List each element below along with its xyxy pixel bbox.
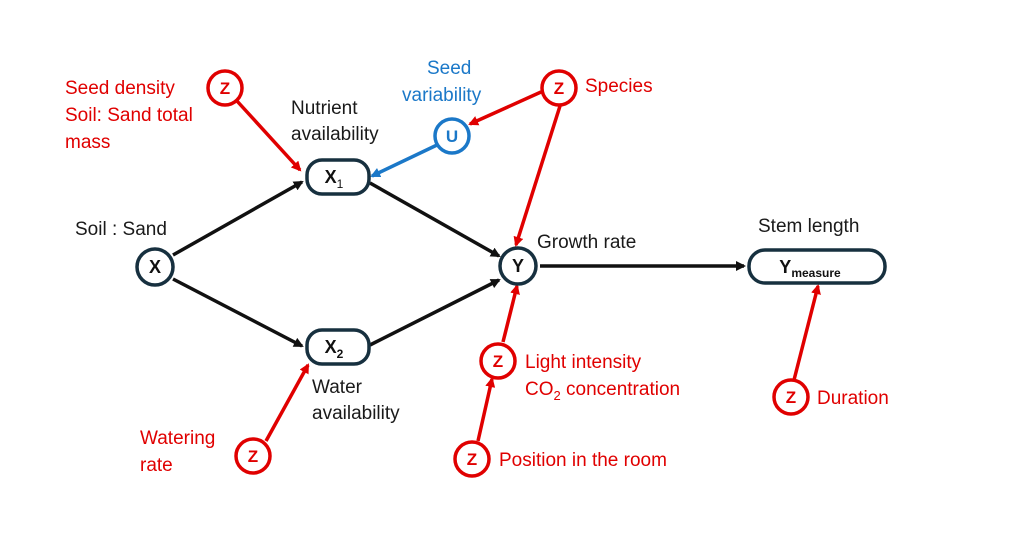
- node-y: Y: [498, 246, 538, 286]
- edge-x1-to-y: [369, 181, 501, 258]
- edge-zspecies-to-y: [513, 105, 562, 247]
- z-light-label-line1: Light intensity: [525, 352, 642, 373]
- node-u: U: [433, 117, 471, 155]
- node-y-symbol: Y: [512, 256, 524, 276]
- svg-text:X2: X2: [325, 337, 344, 361]
- z-watering-label-line2: rate: [140, 455, 173, 476]
- confounder-z-species: Z: [540, 69, 578, 107]
- z-duration-label: Duration: [817, 388, 889, 409]
- node-x1-subscript: 1: [337, 177, 344, 191]
- node-x2-label-line2: availability: [312, 403, 400, 424]
- node-u-label-line1: Seed: [427, 58, 471, 79]
- confounder-z-watering: Z: [234, 437, 272, 475]
- node-y-label: Growth rate: [537, 232, 636, 253]
- node-ymeasure-subscript: measure: [791, 266, 841, 280]
- node-x-symbol: X: [149, 257, 161, 277]
- co2-subscript: 2: [554, 388, 561, 403]
- confounder-z-duration: Z: [772, 378, 810, 416]
- edge-x-to-x2: [172, 277, 304, 348]
- z-seed-symbol: Z: [220, 79, 230, 98]
- node-x1-label-line2: availability: [291, 124, 379, 145]
- edge-zseed-to-x1: [235, 99, 302, 172]
- co2-suffix: concentration: [561, 379, 680, 400]
- svg-text:X1: X1: [325, 167, 344, 191]
- node-x1-label-line1: Nutrient: [291, 98, 358, 119]
- edge-u-to-x1: [370, 143, 438, 178]
- node-x2-label-line1: Water: [312, 377, 363, 398]
- node-u-symbol: U: [446, 127, 458, 146]
- node-x-label: Soil : Sand: [75, 219, 167, 240]
- edge-x-to-x1: [172, 180, 304, 257]
- z-seed-label-line3: mass: [65, 132, 110, 153]
- node-x2: X2: [305, 328, 371, 366]
- edge-zlight-to-y: [501, 284, 520, 343]
- edge-zspecies-to-u: [468, 90, 542, 126]
- edge-zduration-to-ymeasure: [792, 284, 821, 381]
- z-light-symbol: Z: [493, 352, 503, 371]
- node-x2-subscript: 2: [337, 347, 344, 361]
- node-ymeasure: Ymeasure: [747, 248, 887, 285]
- z-position-symbol: Z: [467, 450, 477, 469]
- node-x1-symbol: X: [325, 167, 337, 187]
- confounder-z-light: Z: [479, 342, 517, 380]
- z-watering-symbol: Z: [248, 447, 258, 466]
- node-x1: X1: [305, 158, 371, 196]
- edge-x2-to-y: [369, 278, 501, 347]
- svg-text:Ymeasure: Ymeasure: [779, 257, 841, 280]
- z-watering-label-line1: Watering: [140, 428, 215, 449]
- edge-zwatering-to-x2: [264, 363, 310, 442]
- confounder-z-position: Z: [453, 440, 491, 478]
- edge-zposition-to-zlight: [476, 377, 496, 442]
- z-species-label: Species: [585, 76, 653, 97]
- node-x: X: [135, 247, 175, 287]
- z-duration-symbol: Z: [786, 388, 796, 407]
- co2-prefix: CO: [525, 379, 554, 400]
- z-light-label-line2: CO2 concentration: [525, 379, 680, 403]
- z-seed-label-line1: Seed density: [65, 78, 175, 99]
- node-ymeasure-label: Stem length: [758, 216, 859, 237]
- node-ymeasure-symbol: Y: [779, 257, 791, 277]
- confounder-z-seed: Z: [206, 69, 244, 107]
- node-x2-symbol: X: [325, 337, 337, 357]
- z-seed-label-line2: Soil: Sand total: [65, 105, 193, 126]
- z-species-symbol: Z: [554, 79, 564, 98]
- node-u-label-line2: variability: [402, 85, 482, 106]
- z-position-label: Position in the room: [499, 450, 667, 471]
